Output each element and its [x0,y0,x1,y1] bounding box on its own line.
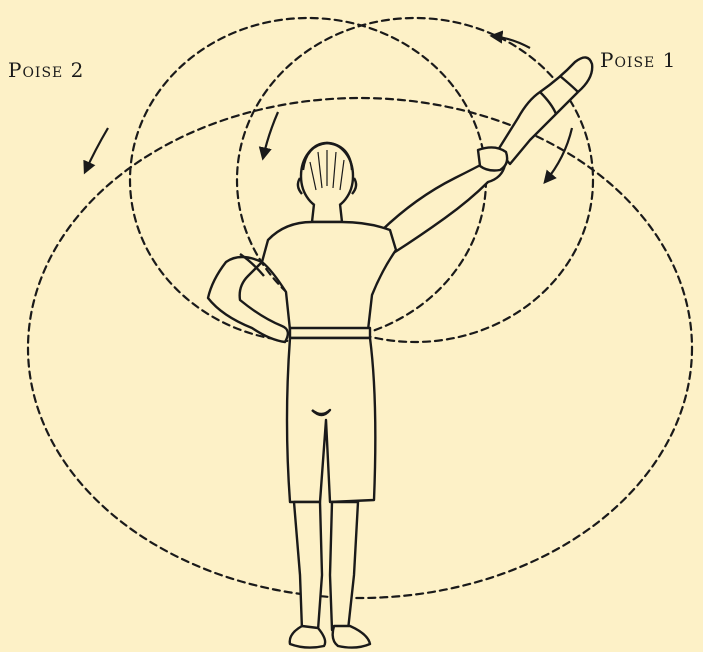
arrow-icon [492,36,530,48]
arrow-icon [263,112,278,158]
indian-club-icon [498,57,592,164]
poise-2-label: Poise 2 [8,58,84,82]
arrow-icon [85,128,108,172]
arrow-icon [545,128,572,182]
poise-1-label: Poise 1 [600,48,676,72]
